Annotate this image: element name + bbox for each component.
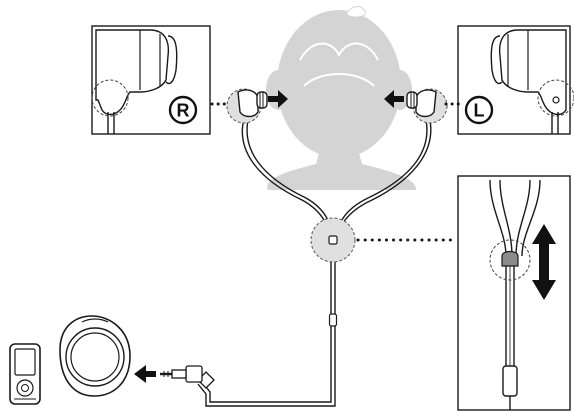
left-earbud <box>406 88 448 124</box>
portable-media-player-icon <box>9 343 41 405</box>
cord-tube <box>328 313 338 327</box>
slide-direction-arrow <box>532 224 556 300</box>
left-earbud-detail-icon: L <box>457 25 574 135</box>
connect-arrow <box>134 365 156 383</box>
headphone-plug-icon <box>160 365 215 389</box>
left-marker-badge <box>464 95 494 125</box>
cord-winder-icon <box>59 315 131 397</box>
right-marker-label: R <box>177 101 190 121</box>
right-insert-arrow <box>268 90 288 108</box>
right-earbud <box>226 88 268 124</box>
slider-highlight <box>310 217 356 263</box>
earphone-cord <box>197 111 432 407</box>
left-marker-label: L <box>474 101 485 121</box>
right-marker-badge <box>168 95 198 125</box>
left-insert-arrow <box>384 90 404 108</box>
cord-slider-detail-icon <box>457 175 571 411</box>
right-earbud-detail-icon: R <box>91 25 211 135</box>
